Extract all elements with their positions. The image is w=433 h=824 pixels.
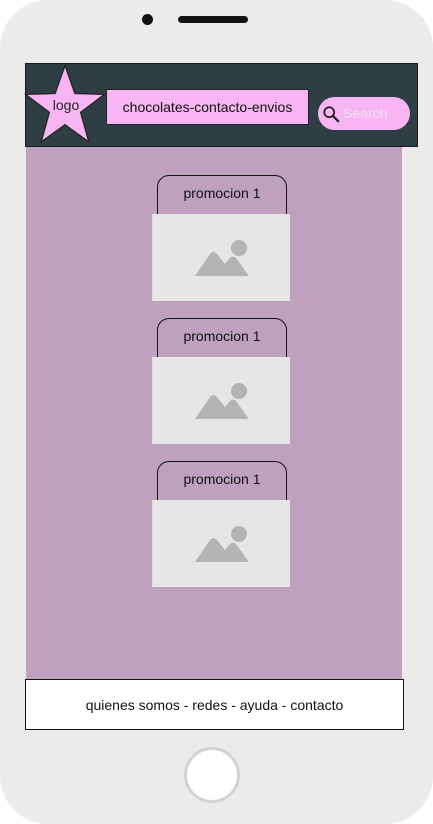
image-placeholder-icon [195, 383, 249, 419]
promo-card[interactable]: promocion 1 [152, 461, 290, 587]
promo-card[interactable]: promocion 1 [152, 175, 290, 301]
promo-title: promocion 1 [183, 328, 261, 344]
main-nav-links[interactable]: chocolates-contacto-envios [106, 89, 309, 125]
promo-tab: promocion 1 [157, 461, 287, 503]
promo-image-placeholder [152, 214, 290, 301]
logo-label: logo [52, 97, 80, 113]
promo-image-placeholder [152, 500, 290, 587]
image-placeholder-icon [195, 526, 249, 562]
promo-title: promocion 1 [183, 185, 261, 201]
speaker [178, 16, 248, 23]
image-placeholder-icon [195, 240, 249, 276]
star-logo-icon[interactable] [24, 64, 106, 146]
footer-links[interactable]: quienes somos - redes - ayuda - contacto [25, 679, 404, 730]
header-bar: logo chocolates-contacto-envios [24, 63, 418, 147]
promo-tab: promocion 1 [157, 318, 287, 360]
search-icon [323, 106, 340, 123]
search-input[interactable] [343, 103, 405, 123]
camera [142, 14, 153, 25]
home-button[interactable] [184, 747, 240, 803]
promo-tab: promocion 1 [157, 175, 287, 217]
promo-image-placeholder [152, 357, 290, 444]
promo-card[interactable]: promocion 1 [152, 318, 290, 444]
promo-title: promocion 1 [183, 471, 261, 487]
search-box[interactable] [318, 97, 410, 130]
